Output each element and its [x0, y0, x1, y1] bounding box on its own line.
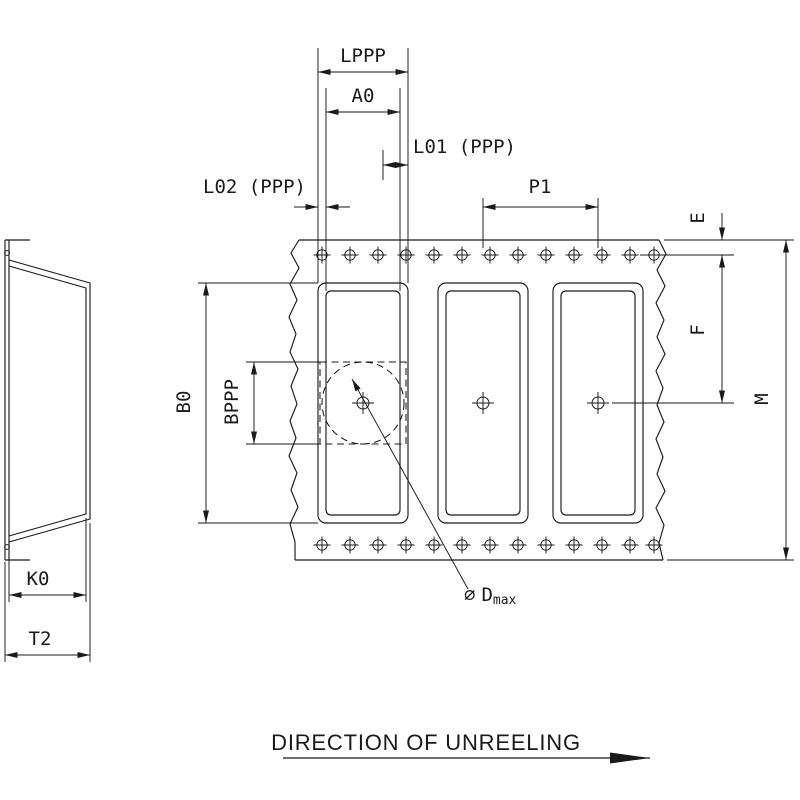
sprocket-hole: [341, 536, 359, 554]
sprocket-hole: [313, 246, 331, 264]
sprocket-hole: [537, 246, 555, 264]
direction-of-unreeling: DIRECTION OF UNREELING: [271, 730, 650, 764]
pocket-center-hole: [351, 391, 375, 415]
pocket-center-hole: [586, 391, 610, 415]
pocket-outer: [317, 282, 409, 524]
dmax-dashed-circle: [321, 361, 405, 445]
dim-label-m: M: [751, 393, 773, 404]
dmax-letter: D: [481, 584, 492, 606]
pocket-inner: [325, 290, 401, 516]
direction-label: DIRECTION OF UNREELING: [271, 730, 581, 755]
dim-label-t2: T2: [29, 628, 52, 650]
sprocket-hole: [313, 536, 331, 554]
sprocket-hole: [453, 536, 471, 554]
dim-t2: T2: [4, 523, 91, 662]
pocket-profile-outer: [8, 259, 91, 543]
sprocket-hole: [621, 246, 639, 264]
sprocket-hole: [593, 536, 611, 554]
sprocket-hole: [509, 536, 527, 554]
torn-edge-right: [655, 239, 667, 561]
dim-l02: L02 (PPP): [203, 176, 350, 210]
sprocket-hole: [537, 536, 555, 554]
dim-l01: L01 (PPP): [382, 136, 516, 180]
sprocket-holes-top-row: [313, 246, 663, 264]
tape-plan-view: [288, 239, 667, 561]
dim-label-f: F: [687, 324, 709, 335]
dim-label-k0: K0: [27, 568, 50, 590]
sprocket-hole: [565, 246, 583, 264]
pocket-outer: [437, 282, 529, 524]
sprocket-hole-edge: [4, 544, 10, 550]
sprocket-hole: [593, 246, 611, 264]
dim-left-side: B0 BPPP: [173, 282, 320, 524]
sprocket-hole: [481, 536, 499, 554]
sprocket-hole: [481, 246, 499, 264]
dim-right-side: E F M: [612, 212, 794, 561]
dmax-subscript: max: [493, 593, 517, 608]
dim-label-lppp: LPPP: [340, 45, 386, 67]
sprocket-hole: [397, 536, 415, 554]
sprocket-hole: [509, 246, 527, 264]
diameter-symbol: ⌀: [464, 584, 475, 606]
sprocket-hole: [369, 246, 387, 264]
torn-edge-left: [288, 239, 300, 560]
sprocket-hole: [341, 246, 359, 264]
dim-label-b0: B0: [173, 391, 195, 414]
dim-label-e: E: [687, 212, 709, 223]
dim-lppp: LPPP: [317, 45, 409, 283]
pocket-center-hole: [471, 391, 495, 415]
sprocket-hole: [565, 536, 583, 554]
dim-label-dmax: ⌀ Dmax: [464, 584, 517, 608]
sprocket-hole: [453, 246, 471, 264]
dim-label-a0: A0: [352, 85, 375, 107]
sprocket-hole: [621, 536, 639, 554]
side-section-view: [4, 239, 91, 561]
pocket-profile-inner: [8, 265, 87, 537]
sprocket-hole: [369, 536, 387, 554]
component-pockets: [317, 282, 644, 524]
dim-p1: P1: [482, 176, 599, 248]
pocket-inner: [445, 290, 521, 516]
dim-label-p1: P1: [529, 176, 552, 198]
dim-label-l02: L02 (PPP): [203, 176, 306, 198]
dim-k0: K0: [8, 518, 87, 602]
dmax-callout: ⌀ Dmax: [351, 378, 517, 608]
dim-label-l01: L01 (PPP): [413, 136, 516, 158]
dim-a0: A0: [325, 85, 401, 291]
leader-line: [351, 378, 469, 590]
sprocket-holes-bottom-row: [313, 536, 663, 554]
sprocket-hole: [425, 246, 443, 264]
dim-label-bppp: BPPP: [221, 379, 243, 425]
sprocket-hole-edge: [4, 250, 10, 256]
